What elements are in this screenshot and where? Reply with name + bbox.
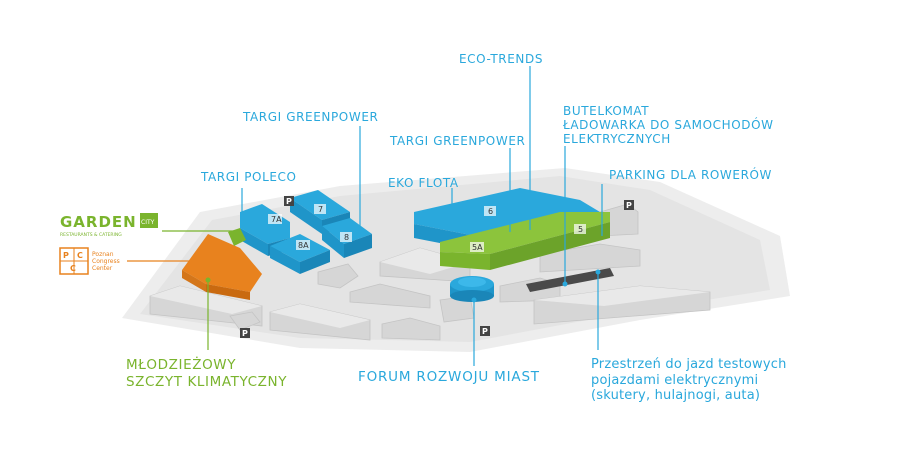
parking-signs: P P P P	[240, 196, 634, 338]
building-roofs	[150, 248, 710, 328]
garden-logo: GARDEN CITY RESTAURANTS & CATERING	[60, 213, 158, 238]
hall-label-7: 7	[318, 205, 323, 214]
garden-building	[228, 228, 246, 246]
hall-label-5: 5	[578, 225, 583, 234]
label-butelkomat: BUTELKOMAT ŁADOWARKA DO SAMOCHODÓW ELEKT…	[563, 104, 774, 146]
hall-label-5a: 5A	[472, 243, 483, 252]
label-przestrzen-line-2: pojazdami elektrycznymi	[591, 372, 759, 388]
label-parking-rowerow: PARKING DLA ROWERÓW	[609, 168, 773, 182]
label-przestrzen-line-3: (skutery, hulajnogi, auta)	[591, 388, 761, 403]
label-mlodziezowy-line-1: MŁODZIEŻOWY	[126, 357, 237, 373]
hall-label-6: 6	[488, 207, 493, 216]
label-przestrzen-line-1: Przestrzeń do jazd testowych	[591, 357, 787, 372]
label-targi-greenpower-top: TARGI GREENPOWER	[243, 110, 379, 124]
label-forum-rozwoju-miast: FORUM ROZWOJU MIAST	[358, 369, 540, 385]
svg-text:C: C	[77, 251, 83, 260]
hall-label-8: 8	[344, 233, 349, 242]
svg-text:P: P	[482, 327, 488, 336]
svg-text:P: P	[242, 329, 248, 338]
forum-dome	[450, 276, 494, 302]
label-mlodziezowy-line-2: SZCZYT KLIMATYCZNY	[126, 374, 288, 390]
svg-text:P: P	[626, 201, 632, 210]
svg-text:P: P	[63, 251, 69, 260]
hall-tags: 7A 7 8A 8 6 5A 5	[268, 204, 586, 252]
svg-text:C: C	[70, 264, 76, 273]
hall-8	[322, 218, 372, 244]
label-butelkomat-line-1: BUTELKOMAT	[563, 104, 650, 118]
label-przestrzen: Przestrzeń do jazd testowych pojazdami e…	[591, 357, 787, 404]
hall-label-8a: 8A	[298, 241, 309, 250]
label-butelkomat-line-2: ŁADOWARKA DO SAMOCHODÓW	[563, 118, 774, 132]
label-eco-trends: ECO-TRENDS	[459, 52, 544, 66]
leader-lines	[127, 66, 603, 366]
svg-text:RESTAURANTS & CATERING: RESTAURANTS & CATERING	[60, 232, 122, 238]
svg-text:P: P	[286, 197, 292, 206]
svg-text:GARDEN: GARDEN	[60, 213, 137, 231]
charger-strip	[526, 268, 614, 292]
label-targi-greenpower-mid: TARGI GREENPOWER	[390, 134, 526, 148]
hall-label-7a: 7A	[271, 215, 282, 224]
label-eko-flota: EKO FLOTA	[388, 176, 459, 190]
hall-orange	[182, 234, 262, 300]
svg-text:Congress: Congress	[92, 258, 120, 265]
label-targi-poleco: TARGI POLECO	[201, 170, 297, 184]
svg-text:Center: Center	[92, 265, 113, 272]
svg-text:Poznan: Poznan	[92, 251, 114, 258]
pcc-logo: P C C Poznan Congress Center	[59, 247, 120, 275]
svg-text:CITY: CITY	[141, 219, 155, 226]
label-mlodziezowy-szczyt: MŁODZIEŻOWY SZCZYT KLIMATYCZNY	[126, 357, 287, 391]
label-butelkomat-line-3: ELEKTRYCZNYCH	[563, 132, 671, 146]
